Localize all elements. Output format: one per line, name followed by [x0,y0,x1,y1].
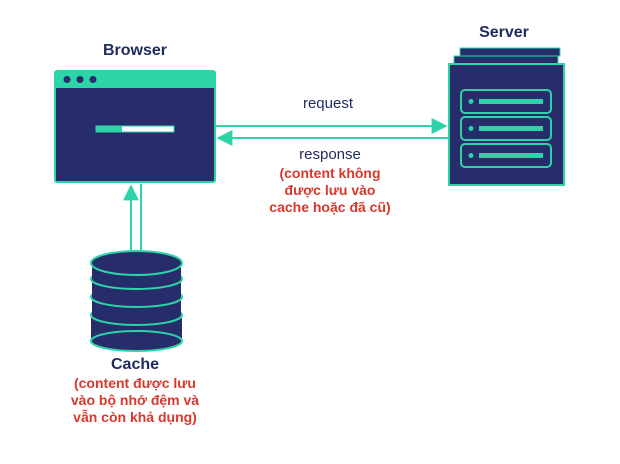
server-icon [448,47,565,186]
response-label: response [299,146,361,163]
browser-window-icon [54,70,216,183]
browser-label: Browser [102,42,168,59]
cache-note-line: vẫn còn khả dụng) [73,409,197,425]
response-note-line: được lưu vào [284,182,376,198]
request-label: request [302,95,354,112]
cache-note-line: (content được lưu [73,375,196,391]
cache-database-icon [90,250,183,352]
cache-note-line: vào bộ nhớ đệm và [70,392,200,408]
response-note: (content không được lưu vào cache hoặc đ… [235,165,425,216]
server-label: Server [479,24,529,41]
response-note-line: cache hoặc đã cũ) [269,199,391,215]
cache-label: Cache [110,356,160,373]
response-note-line: (content không [279,165,381,181]
cache-note: (content được lưu vào bộ nhớ đệm và vẫn … [40,375,230,426]
